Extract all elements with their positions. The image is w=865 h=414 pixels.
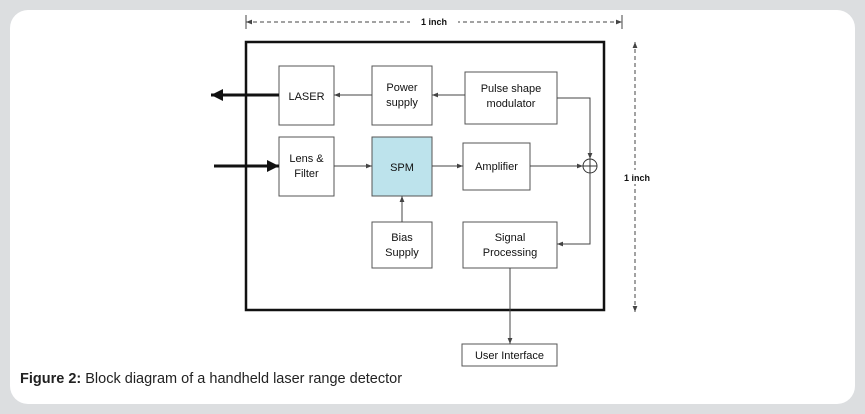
laser-label: LASER — [288, 91, 324, 103]
width-dimension: 1 inch — [245, 14, 623, 29]
power-supply-label-line1: Power — [386, 82, 418, 94]
height-dimension: 1 inch — [614, 42, 660, 312]
bias-supply-label-line2: Supply — [385, 247, 419, 259]
bias-supply-block: Bias Supply — [371, 221, 433, 269]
power-supply-label-line2: supply — [386, 97, 418, 109]
pulse-modulator-label-line1: Pulse shape — [481, 83, 542, 95]
figure-caption: Figure 2: Block diagram of a handheld la… — [20, 371, 402, 387]
signal-processing-label-line2: Processing — [483, 247, 537, 259]
laser-block: LASER — [278, 65, 335, 126]
caption-text: Block diagram of a handheld laser range … — [81, 371, 403, 387]
summing-junction — [582, 158, 598, 174]
lens-filter-block: Lens & Filter — [278, 136, 335, 197]
width-label: 1 inch — [421, 17, 447, 27]
lens-filter-label-line2: Filter — [294, 168, 319, 180]
amplifier-label: Amplifier — [475, 161, 518, 173]
device-frame — [244, 40, 606, 312]
arrow-modulator-to-junction — [557, 97, 593, 159]
signal-processing-label-line1: Signal — [495, 232, 526, 244]
arrow-junction-to-signal-processing — [557, 173, 591, 247]
caption-label: Figure 2: — [20, 371, 82, 387]
lens-filter-label-line1: Lens & — [289, 153, 324, 165]
pulse-modulator-block: Pulse shape modulator — [464, 71, 558, 125]
bias-supply-label-line1: Bias — [391, 232, 413, 244]
power-supply-block: Power supply — [371, 65, 433, 126]
spm-label: SPM — [390, 162, 414, 174]
user-interface-label: User Interface — [475, 350, 544, 362]
signal-processing-block: Signal Processing — [462, 221, 558, 269]
amplifier-block: Amplifier — [462, 142, 531, 191]
height-label: 1 inch — [624, 173, 650, 183]
spm-block: SPM — [371, 136, 433, 197]
pulse-modulator-label-line2: modulator — [487, 98, 536, 110]
user-interface-block: User Interface — [461, 343, 558, 367]
